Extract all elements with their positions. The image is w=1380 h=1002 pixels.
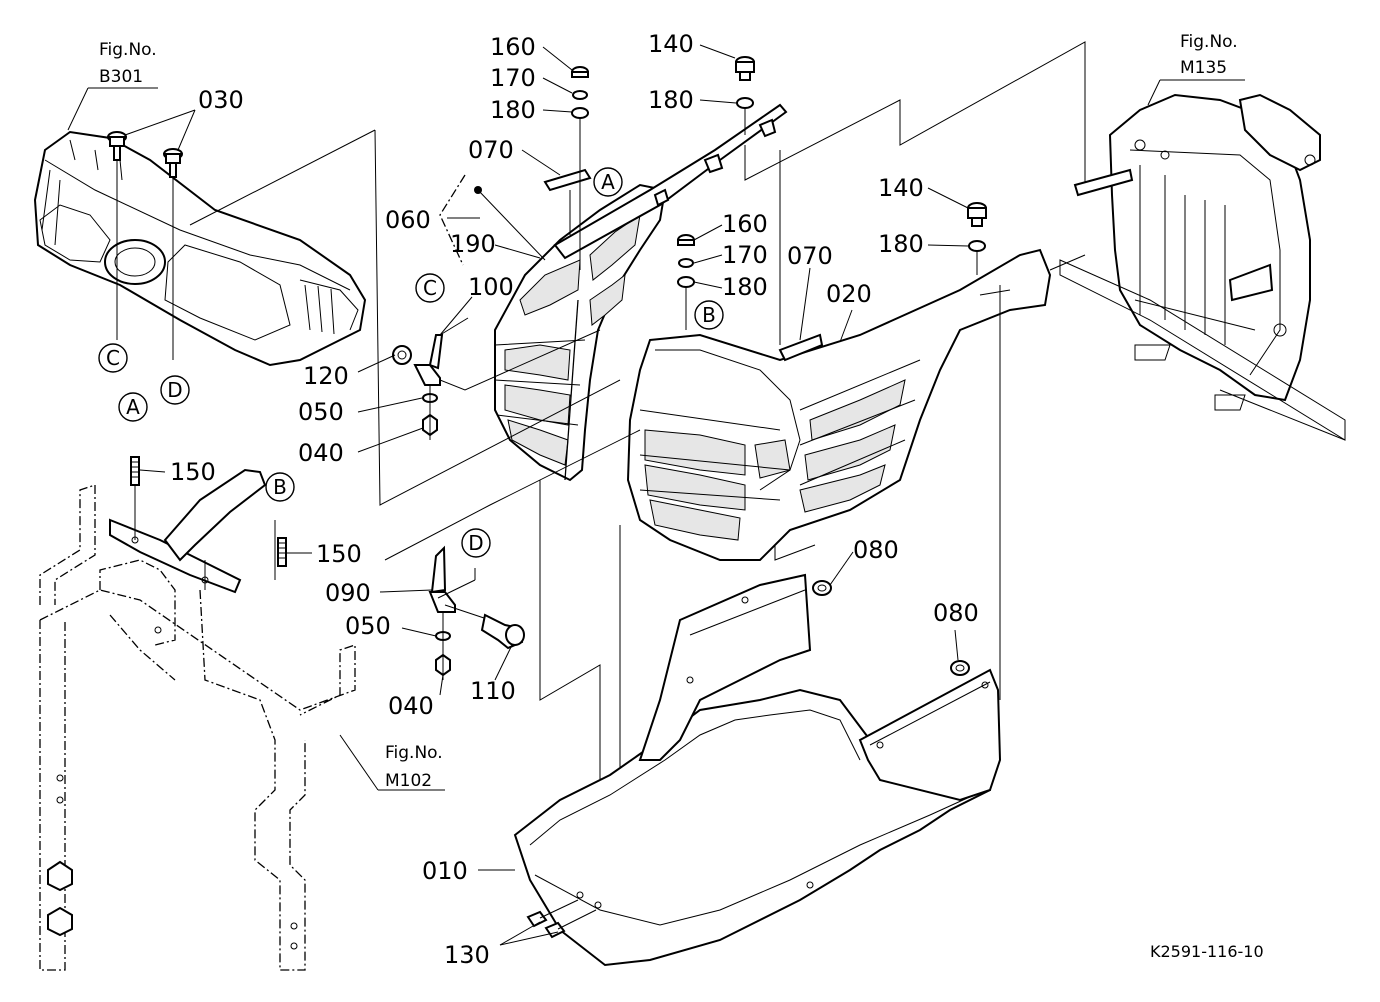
label-180-upper: 180 xyxy=(490,96,536,124)
stud-150-a xyxy=(130,456,140,486)
ref-circle-d2: D xyxy=(461,528,491,558)
label-120: 120 xyxy=(303,362,349,390)
svg-text:C: C xyxy=(423,276,437,300)
label-170-upper: 170 xyxy=(490,64,536,92)
label-060: 060 xyxy=(385,206,431,234)
svg-text:Fig.No.: Fig.No. xyxy=(1180,32,1238,52)
ref-circle-c2: C xyxy=(415,273,445,303)
svg-text:Fig.No.: Fig.No. xyxy=(385,743,443,763)
part-labels: 030 160 170 180 140 180 070 060 190 160 … xyxy=(170,30,979,969)
fastener-stack-upper xyxy=(571,66,589,270)
knob-140-upper xyxy=(735,56,755,135)
chassis-frame-m135 xyxy=(1059,93,1346,441)
ref-circle-b2: B xyxy=(694,300,724,330)
label-040-upper: 040 xyxy=(298,439,344,467)
hinge-bracket-090 xyxy=(428,545,491,621)
leader-lines xyxy=(67,44,1245,946)
hood-panel-020 xyxy=(626,248,1052,561)
label-050-upper: 050 xyxy=(298,398,344,426)
label-140-lower: 140 xyxy=(878,174,924,202)
label-150-a: 150 xyxy=(170,458,216,486)
label-170-middle: 170 xyxy=(722,241,768,269)
label-160-upper: 160 xyxy=(490,33,536,61)
label-090: 090 xyxy=(325,579,371,607)
ref-circle-b1: B xyxy=(265,472,295,502)
support-strap xyxy=(109,468,276,594)
ref-circle-d1: D xyxy=(160,375,190,405)
label-070-left: 070 xyxy=(468,136,514,164)
grommet-120 xyxy=(392,345,412,365)
label-180-lower: 180 xyxy=(878,230,924,258)
headlight-assembly xyxy=(33,130,367,367)
label-140-upper: 140 xyxy=(648,30,694,58)
svg-text:C: C xyxy=(106,346,120,370)
svg-text:B: B xyxy=(273,475,287,499)
svg-text:D: D xyxy=(468,531,483,555)
label-190: 190 xyxy=(450,230,496,258)
label-080-upper: 080 xyxy=(853,536,899,564)
svg-text:Fig.No.: Fig.No. xyxy=(99,40,157,60)
svg-text:D: D xyxy=(167,378,182,402)
label-130: 130 xyxy=(444,941,490,969)
svg-text:M102: M102 xyxy=(385,771,432,791)
drawing-code: K2591-116-10 xyxy=(1150,942,1264,961)
label-070-right: 070 xyxy=(787,242,833,270)
upper-panel-strip xyxy=(553,103,788,260)
front-grille xyxy=(494,183,667,482)
front-bracket-m102 xyxy=(39,484,356,971)
stud-150-b xyxy=(277,537,287,567)
label-110: 110 xyxy=(470,677,516,705)
bolt-030-left xyxy=(107,131,127,340)
svg-text:A: A xyxy=(601,170,615,194)
label-100: 100 xyxy=(468,273,514,301)
label-010: 010 xyxy=(422,857,468,885)
hinge-bracket-100 xyxy=(413,317,469,386)
bolt-030-right xyxy=(163,148,183,360)
svg-text:B301: B301 xyxy=(99,67,143,87)
fastener-stack-middle xyxy=(677,234,695,330)
label-040-lower: 040 xyxy=(388,692,434,720)
label-080-lower: 080 xyxy=(933,599,979,627)
label-050-lower: 050 xyxy=(345,612,391,640)
grommet-080-upper xyxy=(812,580,832,596)
label-150-b: 150 xyxy=(316,540,362,568)
label-180-middle: 180 xyxy=(722,273,768,301)
grille-bracket-dash xyxy=(439,174,466,266)
label-020: 020 xyxy=(826,280,872,308)
grommet-080-lower xyxy=(950,660,970,676)
ref-circle-a2: A xyxy=(593,167,623,197)
lower-cover-010 xyxy=(513,573,1002,967)
fig-ref-b301: Fig.No. B301 xyxy=(99,40,157,87)
label-030: 030 xyxy=(198,86,244,114)
svg-text:A: A xyxy=(126,395,140,419)
pad-070-left xyxy=(543,168,592,192)
assembly-lines xyxy=(189,41,1086,890)
label-180-top: 180 xyxy=(648,86,694,114)
fig-ref-m102: Fig.No. M102 xyxy=(385,743,443,791)
label-160-middle: 160 xyxy=(722,210,768,238)
ref-circle-a1: A xyxy=(118,392,148,422)
svg-text:M135: M135 xyxy=(1180,58,1227,78)
svg-text:B: B xyxy=(702,303,716,327)
bolt-110 xyxy=(480,613,525,650)
fig-ref-m135: Fig.No. M135 xyxy=(1180,32,1238,78)
ref-circle-c1: C xyxy=(98,343,128,373)
knob-140-lower xyxy=(967,202,987,275)
